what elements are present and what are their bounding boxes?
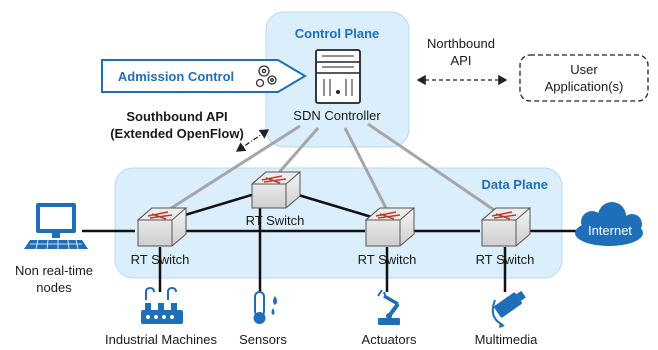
control-plane-title: Control Plane <box>295 26 380 41</box>
rt-switch-4[interactable] <box>480 207 532 247</box>
server-icon[interactable] <box>315 49 361 104</box>
internet-cloud-icon[interactable] <box>575 202 643 246</box>
non-rt-line2: nodes <box>36 280 72 295</box>
rt-switch-3[interactable] <box>364 207 416 247</box>
user-app-line1: User <box>570 62 598 77</box>
southbound-arrow <box>235 129 270 152</box>
desktop-computer-icon[interactable] <box>24 203 88 250</box>
sensors-label: Sensors <box>239 332 287 347</box>
user-app-line2: Application(s) <box>545 79 624 94</box>
robot-arm-icon <box>377 289 400 325</box>
industrial-machines-label: Industrial Machines <box>105 332 217 347</box>
admission-control-box[interactable] <box>101 59 307 93</box>
rt-switch-4-label: RT Switch <box>476 252 535 267</box>
user-application-box[interactable] <box>519 54 649 102</box>
rt-switch-1-label: RT Switch <box>131 252 190 267</box>
sensors-icon <box>253 291 277 324</box>
control-links <box>161 122 501 216</box>
multimedia-label: Multimedia <box>475 332 539 347</box>
admission-control-label: Admission Control <box>118 69 234 84</box>
northbound-line2: API <box>451 53 472 68</box>
southbound-line1: Southbound API <box>126 109 227 124</box>
camera-icon <box>491 290 526 328</box>
rt-switch-2-label: RT Switch <box>246 213 305 228</box>
data-plane-region <box>114 167 563 279</box>
non-rt-line1: Non real-time <box>15 263 93 278</box>
rt-switch-3-label: RT Switch <box>358 252 417 267</box>
northbound-line1: Northbound <box>427 36 495 51</box>
industrial-machines-icon <box>141 286 183 324</box>
rt-switch-1[interactable] <box>136 207 188 247</box>
sdn-controller-label: SDN Controller <box>293 108 381 123</box>
southbound-line2: (Extended OpenFlow) <box>110 126 244 141</box>
internet-label: Internet <box>588 223 632 238</box>
gears-icon <box>255 65 277 88</box>
data-links <box>82 192 580 292</box>
rt-switch-2[interactable] <box>250 171 302 209</box>
actuators-label: Actuators <box>362 332 417 347</box>
data-plane-title: Data Plane <box>482 177 548 192</box>
